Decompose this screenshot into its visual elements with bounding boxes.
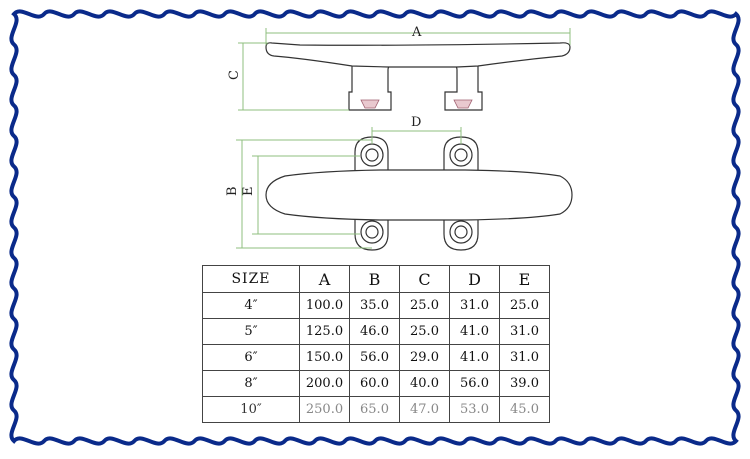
cell-size: 10″ xyxy=(202,396,300,423)
cell-e: 45.0 xyxy=(499,396,550,423)
hole-left-rear-outer xyxy=(360,220,384,244)
left-countersink-mark xyxy=(360,99,380,109)
table-header-row: SIZE A B C D E xyxy=(202,265,550,293)
table-row: 10″ 250.0 65.0 47.0 53.0 45.0 xyxy=(202,396,550,423)
wavy-border xyxy=(9,9,741,446)
dim-label-c: C xyxy=(227,70,242,80)
table-row: 4″ 100.0 35.0 25.0 31.0 25.0 xyxy=(202,292,550,319)
cell-c: 40.0 xyxy=(399,370,450,397)
hole-right-front-inner xyxy=(454,148,468,162)
size-spec-table: SIZE A B C D E 4″ 100.0 35.0 25.0 31.0 2… xyxy=(202,265,550,423)
table-row: 8″ 200.0 60.0 40.0 56.0 39.0 xyxy=(202,370,550,397)
table-row: 6″ 150.0 56.0 29.0 41.0 31.0 xyxy=(202,344,550,371)
cell-e: 25.0 xyxy=(499,292,550,319)
dim-label-b: B xyxy=(225,186,240,196)
top-view-dimensions xyxy=(236,127,462,249)
cell-a: 150.0 xyxy=(299,344,350,371)
hole-left-rear-inner xyxy=(365,225,379,239)
cell-a: 125.0 xyxy=(299,318,350,345)
cell-b: 35.0 xyxy=(349,292,400,319)
cell-a: 200.0 xyxy=(299,370,350,397)
side-view xyxy=(265,42,571,111)
cell-c: 25.0 xyxy=(399,318,450,345)
side-view-dimensions xyxy=(238,28,571,111)
dim-label-a: A xyxy=(411,25,422,40)
header-b: B xyxy=(349,265,400,293)
right-countersink-mark xyxy=(453,99,473,109)
dim-label-e: E xyxy=(241,187,256,197)
cell-b: 60.0 xyxy=(349,370,400,397)
cell-e: 31.0 xyxy=(499,344,550,371)
header-size: SIZE xyxy=(202,265,300,293)
header-e: E xyxy=(499,265,550,293)
cell-d: 53.0 xyxy=(449,396,500,423)
cell-size: 8″ xyxy=(202,370,300,397)
top-view-right-rear-lug xyxy=(443,214,479,251)
cell-a: 250.0 xyxy=(299,396,350,423)
cell-b: 46.0 xyxy=(349,318,400,345)
top-view-horn xyxy=(265,169,573,221)
cell-c: 25.0 xyxy=(399,292,450,319)
cell-d: 56.0 xyxy=(449,370,500,397)
header-c: C xyxy=(399,265,450,293)
cell-size: 5″ xyxy=(202,318,300,345)
header-d: D xyxy=(449,265,500,293)
table-row: 5″ 125.0 46.0 25.0 41.0 31.0 xyxy=(202,318,550,345)
cell-d: 31.0 xyxy=(449,292,500,319)
cell-e: 31.0 xyxy=(499,318,550,345)
cell-d: 41.0 xyxy=(449,344,500,371)
header-a: A xyxy=(299,265,350,293)
hole-right-rear-inner xyxy=(454,225,468,239)
side-view-horn xyxy=(265,42,571,68)
cell-b: 56.0 xyxy=(349,344,400,371)
hole-right-rear-outer xyxy=(449,220,473,244)
dim-label-d: D xyxy=(411,115,421,130)
cell-a: 100.0 xyxy=(299,292,350,319)
top-view xyxy=(265,136,573,251)
cell-d: 41.0 xyxy=(449,318,500,345)
top-view-left-rear-lug xyxy=(354,214,389,251)
hole-left-front-inner xyxy=(365,148,379,162)
cell-b: 65.0 xyxy=(349,396,400,423)
cell-size: 4″ xyxy=(202,292,300,319)
cell-c: 29.0 xyxy=(399,344,450,371)
cell-c: 47.0 xyxy=(399,396,450,423)
cell-e: 39.0 xyxy=(499,370,550,397)
cell-size: 6″ xyxy=(202,344,300,371)
